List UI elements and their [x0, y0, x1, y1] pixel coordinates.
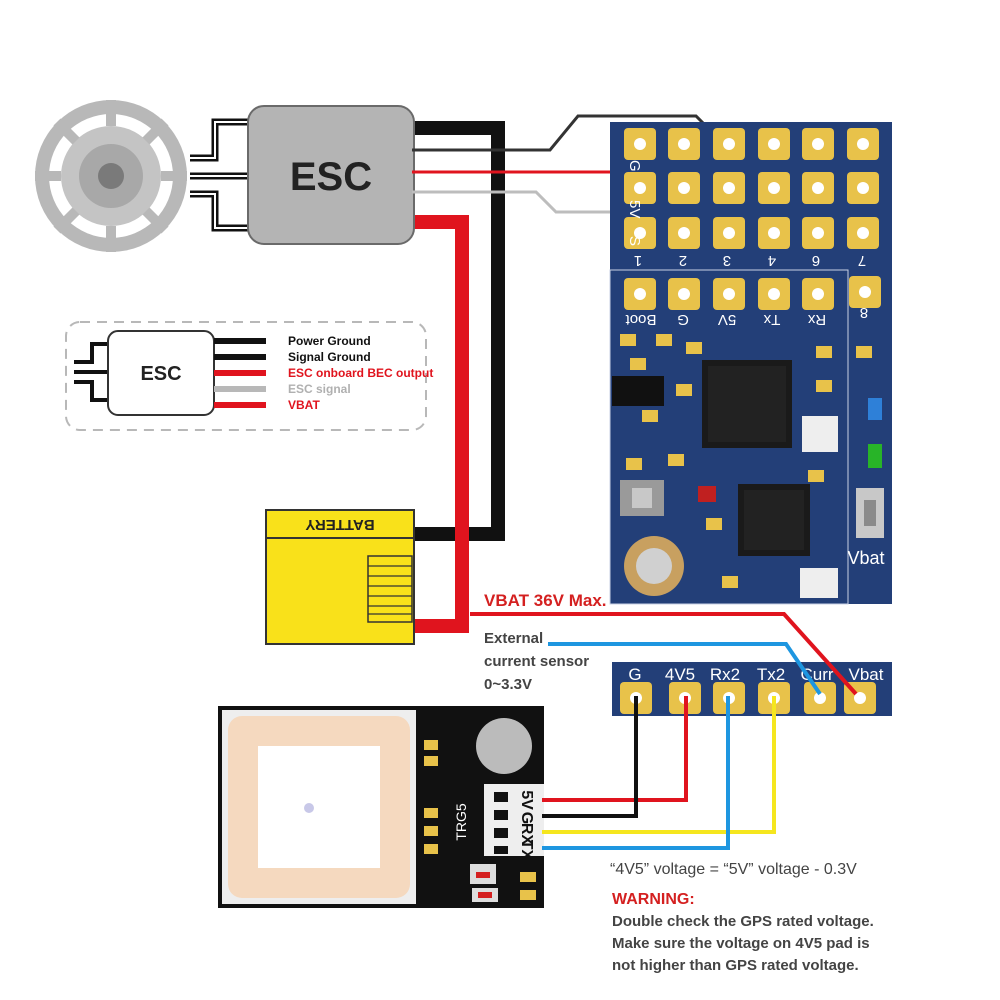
fc-pad-label-tx: Tx [763, 311, 780, 328]
fc-pad-label-5v: 5V [718, 311, 736, 328]
fc-pad-r0-c2-hole [723, 138, 735, 150]
battery: BATTERY [265, 509, 415, 645]
fc-pad-label-8: 8 [860, 304, 868, 321]
wire-legend: ESC Power Ground Signal Ground ESC onboa… [65, 321, 433, 431]
fc-mid-pad-3-hole [768, 288, 780, 300]
gps-module-label: TRG5 [453, 803, 469, 841]
fc-side-letter-g: G [626, 160, 643, 172]
fc-mid-pad-row [624, 276, 881, 310]
fc-mid-pad-0-hole [634, 288, 646, 300]
vbat-max-note: VBAT 36V Max. [484, 591, 607, 610]
fc-pad-label-1: 1 [634, 252, 642, 269]
fc-components [612, 334, 884, 598]
fc-pad-r2-c1-hole [678, 227, 690, 239]
fc-pad-r0-c4-hole [812, 138, 824, 150]
flight-controller-board: G 5V S 1 2 3 4 6 7 Boot G 5V Tx Rx 8 [609, 122, 892, 605]
esc-body: ESC [247, 105, 415, 245]
fc-pad-label-6: 6 [812, 252, 820, 269]
gps-pin-tx: TX [518, 840, 535, 861]
fc-mid-pad-2-hole [723, 288, 735, 300]
warning-line-1: Double check the GPS rated voltage. [612, 913, 874, 930]
fc-mid-pad-4-hole [812, 288, 824, 300]
legend-bec-output: ESC onboard BEC output [288, 366, 433, 380]
legend-esc-signal: ESC signal [288, 382, 351, 396]
legend-wire-samples [214, 338, 266, 408]
fc-pad-r1-c5-hole [857, 182, 869, 194]
legend-power-ground: Power Ground [288, 334, 371, 348]
fc-top-pad-grid [624, 128, 879, 249]
fc-mid-pad-1-hole [678, 288, 690, 300]
fc-pad-r2-c2-hole [723, 227, 735, 239]
vbat-sense-wire [470, 612, 858, 696]
current-sensor-line2: current sensor [484, 653, 589, 670]
fc-pad-label-4: 4 [768, 252, 776, 269]
legend-signal-ground: Signal Ground [288, 350, 371, 364]
fc-pad-r2-c4-hole [812, 227, 824, 239]
header-pad-5-hole [854, 692, 866, 704]
fc-vbat-label: Vbat [847, 548, 884, 568]
esc-label: ESC [290, 155, 372, 199]
gps-pin-g: G [518, 812, 535, 824]
fc-pad-r0-c3-hole [768, 138, 780, 150]
voltage-note: “4V5” voltage = “5V” voltage - 0.3V [610, 861, 857, 878]
fc-pad-r1-c2-hole [723, 182, 735, 194]
warning-line-3: not higher than GPS rated voltage. [612, 957, 859, 974]
fc-pad-r2-c5-hole [857, 227, 869, 239]
fc-pad-label-3: 3 [723, 252, 731, 269]
fc-side-letter-5v: 5V [626, 200, 643, 218]
gps-uart-wires [542, 696, 776, 850]
gps-pin-5v: 5V [518, 790, 535, 810]
header-label-4v5: 4V5 [665, 665, 695, 684]
fc-pad-label-2: 2 [679, 252, 687, 269]
current-sensor-line3: 0~3.3V [484, 676, 532, 693]
legend-vbat: VBAT [288, 398, 320, 412]
gps-module: TRG5 5V G RX TX [218, 706, 544, 908]
header-label-tx2: Tx2 [757, 665, 785, 684]
fc-side-letter-s: S [626, 236, 643, 246]
fc-pad-r1-c3-hole [768, 182, 780, 194]
gps-pin-rx: RX [518, 823, 535, 846]
fc-pad-r0-c1-hole [678, 138, 690, 150]
fc-pad-label-boot: Boot [625, 311, 657, 328]
header-label-vbat: Vbat [849, 665, 884, 684]
current-sensor-line1: External [484, 630, 543, 647]
fc-pad-r2-c0-hole [634, 227, 646, 239]
fc-pad-r2-c3-hole [768, 227, 780, 239]
fc-pad-label-7: 7 [858, 252, 866, 269]
battery-power-wires [412, 121, 505, 633]
warning-title: WARNING: [612, 891, 695, 908]
legend-esc-label: ESC [140, 363, 181, 385]
fc-pad-r1-c4-hole [812, 182, 824, 194]
fc-top-labels: 1 2 3 4 6 7 [634, 252, 866, 269]
fc-pad-label-g: G [677, 311, 689, 328]
warning-line-2: Make sure the voltage on 4V5 pad is [612, 935, 870, 952]
battery-label: BATTERY [305, 516, 374, 533]
fc-pad-r1-c1-hole [678, 182, 690, 194]
header-label-rx2: Rx2 [710, 665, 740, 684]
fc-pad-r0-c0-hole [634, 138, 646, 150]
header-label-g: G [628, 665, 641, 684]
fc-pad-r1-c0-hole [634, 182, 646, 194]
fc-mid-labels: Boot G 5V Tx Rx 8 [625, 304, 868, 328]
motor-icon [35, 100, 187, 252]
fc-pad-label-rx: Rx [807, 311, 826, 328]
fc-mid-pad-8-hole [859, 286, 871, 298]
header-pad-4-hole [814, 692, 826, 704]
fc-pad-r0-c5-hole [857, 138, 869, 150]
